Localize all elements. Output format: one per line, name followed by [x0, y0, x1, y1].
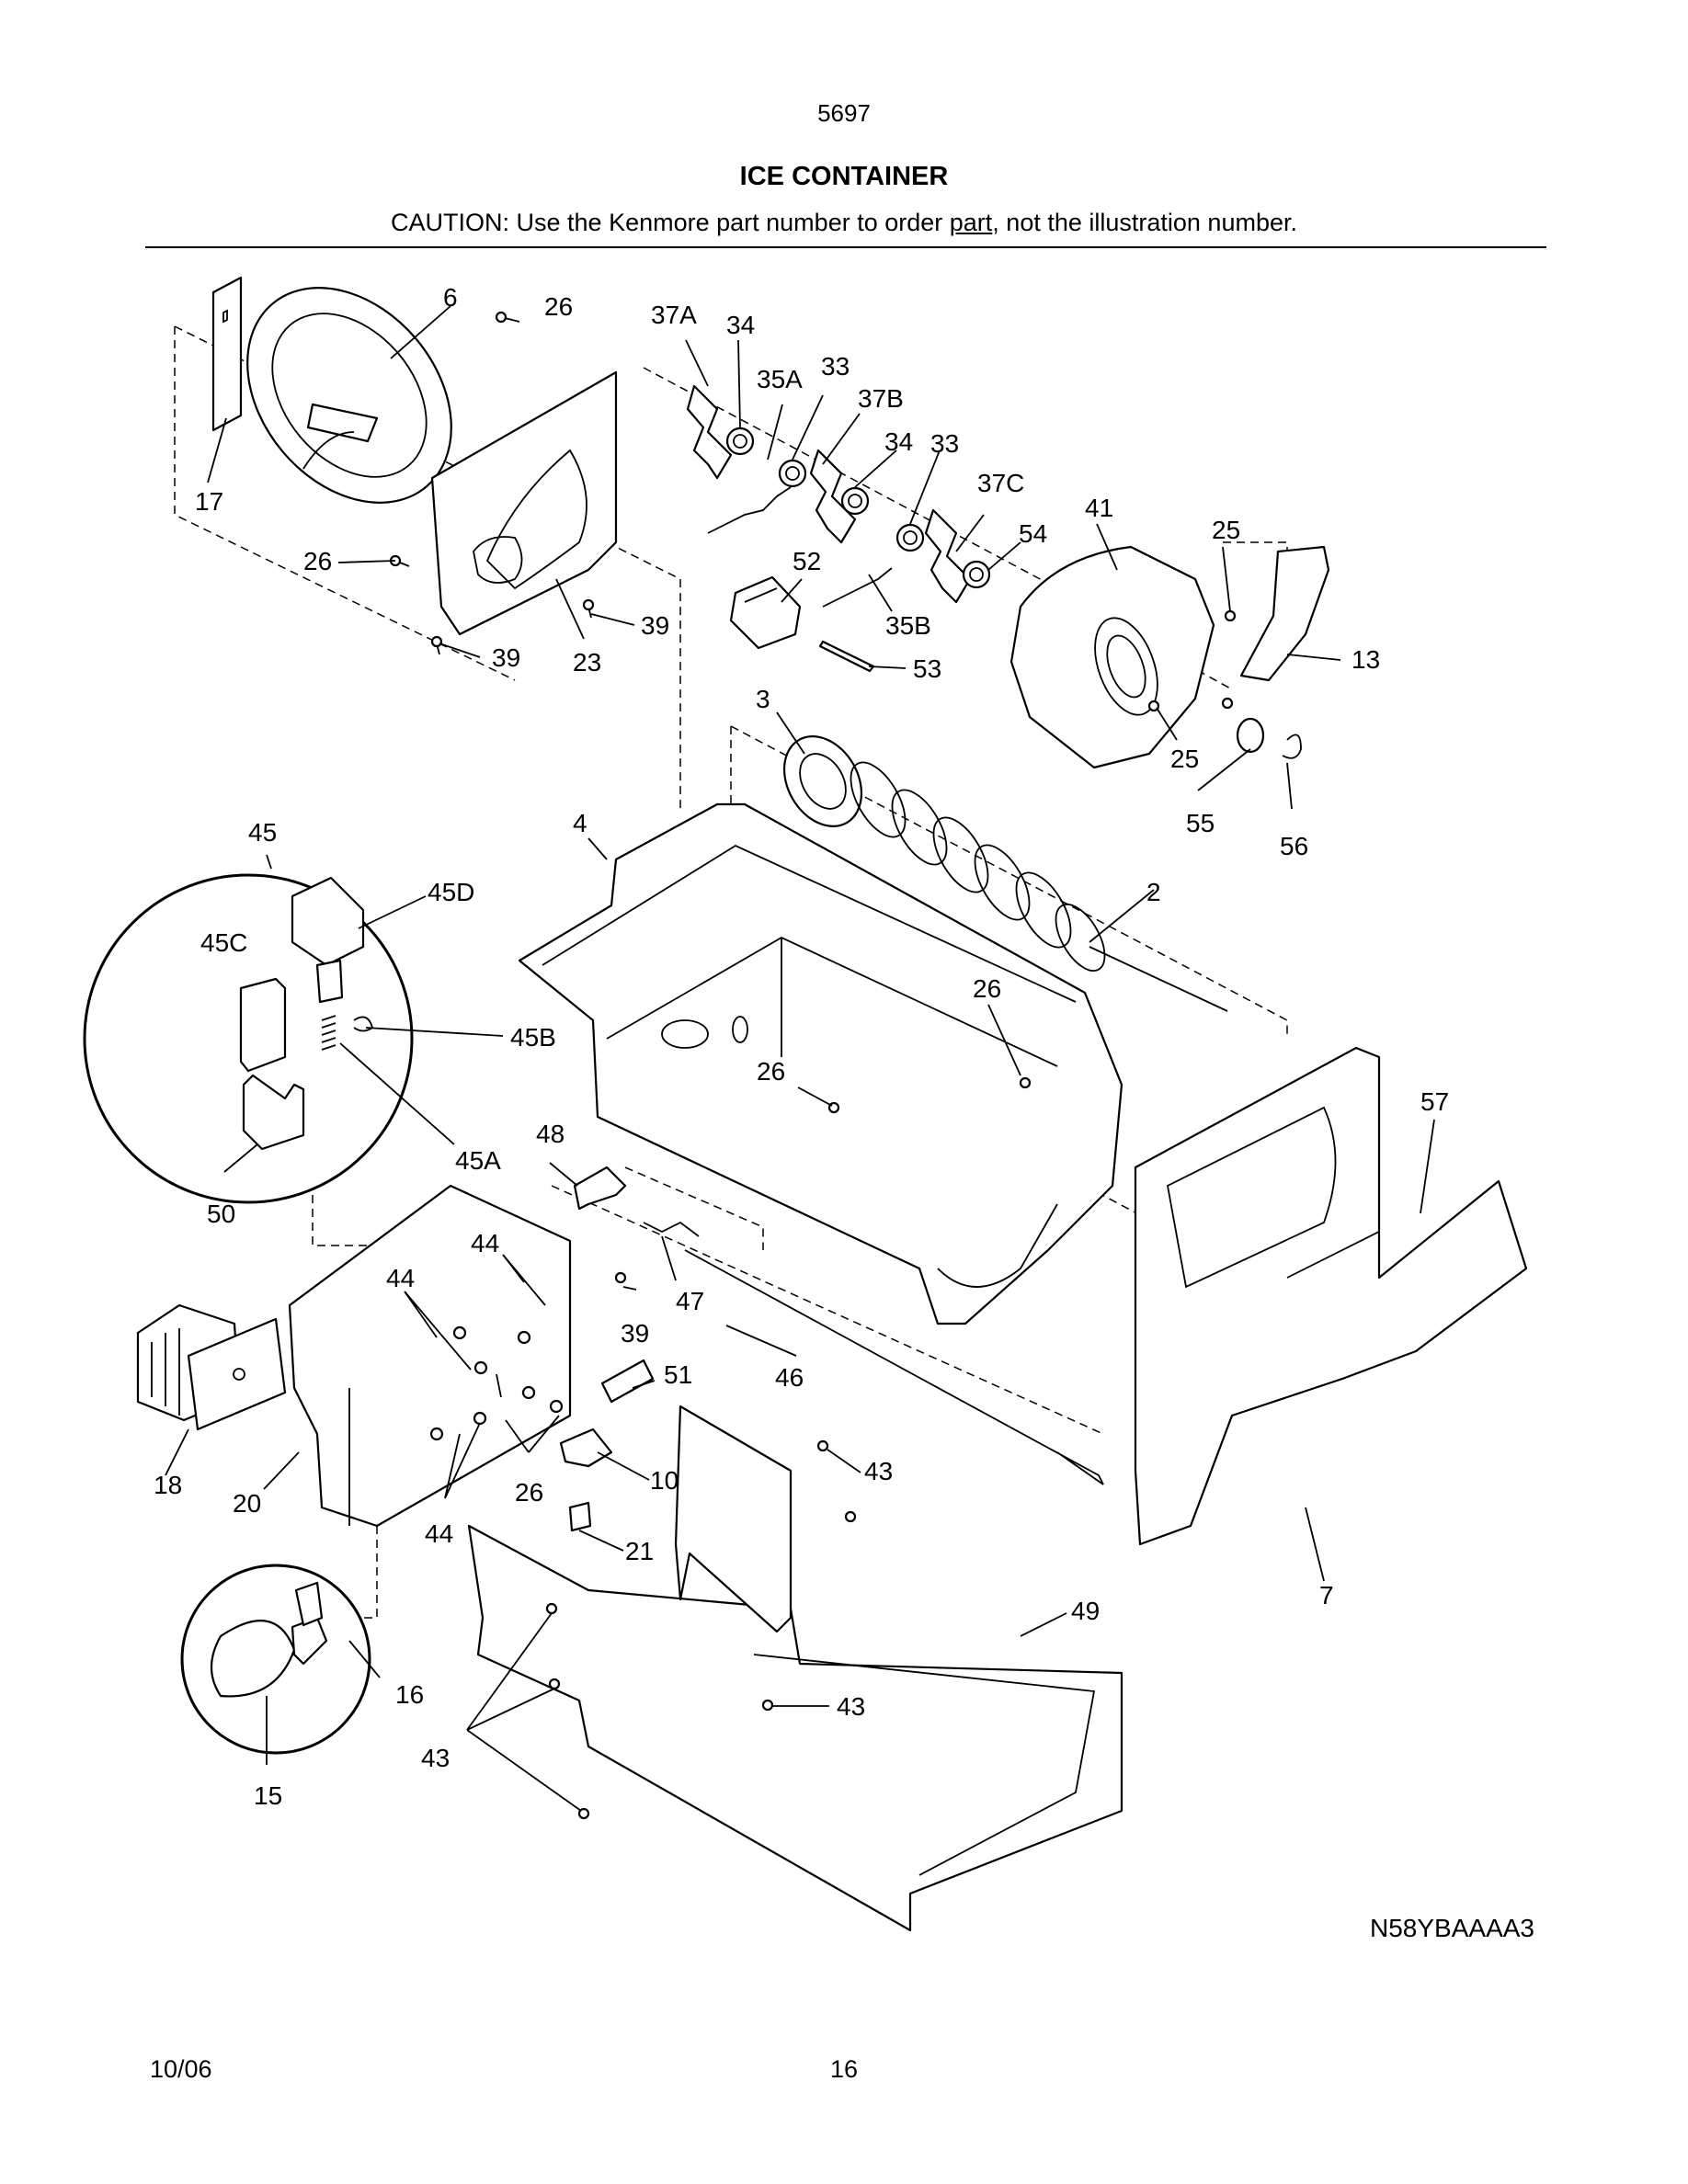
part-23-plate	[430, 370, 618, 636]
callout-26: 26	[515, 1478, 543, 1507]
callout-44: 44	[386, 1264, 415, 1292]
callout-51: 51	[664, 1360, 692, 1389]
caution-underlined: part	[949, 209, 993, 236]
callout-34: 34	[726, 311, 755, 339]
callout-37B: 37B	[858, 384, 904, 413]
footer-page-number: 16	[829, 2055, 859, 2083]
callout-17: 17	[195, 487, 223, 516]
callout-7: 7	[1319, 1581, 1334, 1610]
callout-35A: 35A	[757, 365, 803, 393]
callout-35B: 35B	[885, 611, 931, 640]
callout-45A: 45A	[455, 1146, 501, 1175]
callout-44: 44	[471, 1229, 499, 1257]
callout-25: 25	[1212, 516, 1240, 544]
callout-39: 39	[641, 611, 669, 640]
part-17-card	[211, 276, 243, 432]
page-title: ICE CONTAINER	[739, 162, 949, 191]
callout-47: 47	[676, 1287, 704, 1315]
callout-50: 50	[207, 1200, 235, 1228]
caution-suffix: , not the illustration number.	[992, 209, 1297, 236]
part-4-ice-bin	[518, 802, 1123, 1325]
callout-39: 39	[621, 1319, 649, 1348]
callout-26: 26	[973, 974, 1001, 1003]
callout-53: 53	[913, 654, 941, 683]
callout-52: 52	[793, 547, 821, 575]
footer-date: 10/06	[150, 2055, 212, 2083]
callout-18: 18	[154, 1471, 182, 1499]
callout-37A: 37A	[651, 301, 697, 329]
screws-upper-left	[389, 311, 595, 655]
callout-44: 44	[425, 1519, 453, 1548]
callout-labels: 6 26 37A 34 35A 33 37B 34 33 37C 41 54 2…	[154, 283, 1449, 1810]
callout-10: 10	[650, 1466, 679, 1495]
inset-15-16-circle	[180, 1564, 371, 1755]
callout-20: 20	[233, 1489, 261, 1518]
callout-26: 26	[303, 547, 332, 575]
diagram-code: N58YBAAAA3	[1370, 1914, 1534, 1942]
callout-26: 26	[544, 292, 573, 321]
inset-45-circle	[83, 873, 414, 1204]
callout-16: 16	[395, 1680, 424, 1709]
callout-23: 23	[573, 648, 601, 677]
callout-21: 21	[625, 1537, 654, 1565]
rings-55-56	[1147, 609, 1302, 759]
callout-6: 6	[443, 283, 458, 312]
callout-leaders	[165, 305, 1435, 1812]
small-hardware	[559, 1166, 1104, 1532]
callout-37C: 37C	[977, 469, 1024, 497]
callout-25: 25	[1170, 745, 1199, 773]
callout-45D: 45D	[428, 878, 474, 906]
callout-48: 48	[536, 1120, 565, 1148]
caution-note: CAUTION: Use the Kenmore part number to …	[0, 209, 1688, 237]
callout-3: 3	[756, 685, 770, 713]
cam-assembly	[686, 384, 991, 608]
callout-45B: 45B	[510, 1023, 556, 1052]
callout-57: 57	[1420, 1087, 1449, 1116]
callout-55: 55	[1186, 809, 1215, 837]
callout-13: 13	[1352, 645, 1380, 674]
part-53-pin	[818, 640, 875, 673]
callout-45C: 45C	[200, 928, 247, 957]
callout-49: 49	[1071, 1597, 1100, 1625]
part-18-motor	[136, 1303, 287, 1431]
callout-43: 43	[837, 1692, 865, 1721]
part-13-bracket	[1239, 545, 1330, 682]
header-rule	[145, 246, 1546, 248]
part-2-spring	[850, 761, 1228, 1012]
lower-screws	[429, 1076, 1032, 1820]
part-41-housing	[1009, 545, 1215, 769]
callout-33: 33	[821, 352, 850, 381]
callout-34: 34	[884, 427, 913, 456]
part-3-ring	[782, 735, 863, 827]
part-7-door	[1134, 1046, 1528, 1546]
callout-43: 43	[421, 1744, 450, 1772]
part-52-solenoid	[729, 575, 802, 650]
callout-45: 45	[248, 818, 277, 847]
callout-54: 54	[1019, 519, 1047, 548]
callout-39: 39	[492, 643, 520, 672]
callout-2: 2	[1146, 878, 1161, 906]
part-20-housing	[288, 1184, 572, 1528]
page-number: 5697	[817, 99, 871, 127]
callout-26: 26	[757, 1057, 785, 1086]
callout-56: 56	[1280, 832, 1308, 860]
part-6-auger	[246, 287, 452, 504]
callout-46: 46	[775, 1363, 804, 1392]
callout-33: 33	[930, 429, 959, 458]
callout-41: 41	[1085, 494, 1113, 522]
part-49-tray	[467, 1405, 1123, 1932]
callout-43: 43	[864, 1457, 893, 1485]
caution-prefix: CAUTION: Use the Kenmore part number to …	[391, 209, 950, 236]
callout-15: 15	[254, 1781, 282, 1810]
callout-4: 4	[573, 809, 587, 837]
